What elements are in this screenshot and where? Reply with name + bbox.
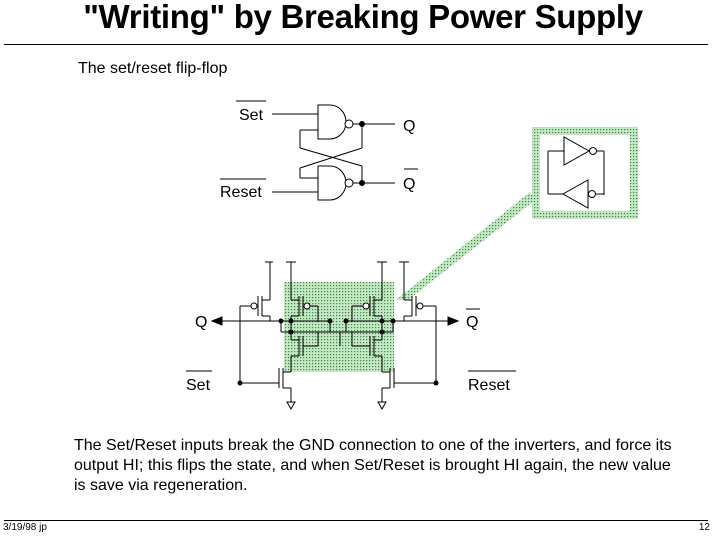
- inverter-pair-inset: [547, 136, 605, 209]
- transistor-schematic: [186, 261, 516, 411]
- ground-right: [377, 401, 387, 411]
- set-label-top: Set: [239, 107, 264, 124]
- reset-label-top: Reset: [220, 184, 262, 201]
- reset-label-bottom: Reset: [468, 377, 510, 394]
- q-bar-label-bottom: Q: [466, 314, 478, 331]
- cross-wire-2: [299, 147, 363, 167]
- footer-divider: [4, 520, 708, 521]
- footer-date: 3/19/98 jp: [3, 522, 47, 533]
- nand-bubble-bottom: [344, 178, 354, 188]
- page-number: 12: [698, 522, 710, 533]
- description-text: The Set/Reset inputs break the GND conne…: [74, 437, 672, 494]
- nand-bubble-top: [344, 119, 354, 129]
- q-output-arrow: [210, 316, 223, 326]
- zoom-highlight: [284, 127, 638, 372]
- nand-gate-top: [317, 104, 347, 140]
- set-label-bottom: Set: [186, 377, 211, 394]
- nand-gate-bottom: [317, 165, 347, 201]
- q-label-top: Q: [403, 118, 415, 135]
- nand-flip-flop: [220, 100, 418, 201]
- q-bar-node: [359, 180, 365, 186]
- slide-subtitle: The set/reset flip-flop: [78, 60, 228, 77]
- junction-dots: [237, 318, 439, 386]
- cross-wire-1: [299, 147, 363, 169]
- q-label-bottom: Q: [195, 314, 207, 331]
- zoom-connector: [396, 192, 535, 300]
- slide-title: "Writing" by Breaking Power Supply: [83, 0, 643, 35]
- ground-left: [286, 401, 296, 411]
- q-bar-label-top: Q: [403, 176, 415, 193]
- q-bar-output-arrow: [447, 316, 460, 326]
- title-divider: [4, 44, 708, 45]
- transistor-highlight: [284, 282, 394, 372]
